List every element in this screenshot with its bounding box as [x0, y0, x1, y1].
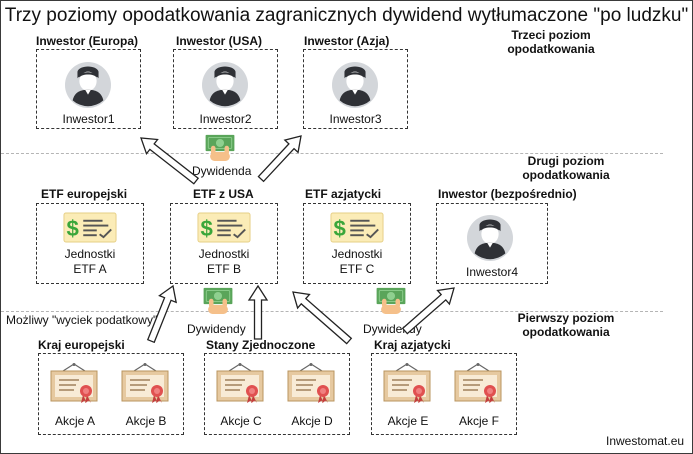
etf-europe-label-line1: Jednostki [64, 247, 116, 261]
level-label-second: Drugi poziom opodatkowania [511, 154, 621, 182]
stock-c-label: Akcje C [220, 414, 262, 428]
etf-europe-label: Jednostki ETF A [36, 247, 144, 277]
etf-asia-label: Jednostki ETF C [303, 247, 411, 277]
etf-usa-label-line1: Jednostki [198, 247, 250, 261]
country-asia-box [371, 353, 517, 435]
investor-asia-box [303, 49, 408, 129]
level-label-third: Trzeci poziom opodatkowania [496, 28, 606, 56]
investor-direct-header: Inwestor (bezpośrednio) [438, 187, 577, 201]
stock-b-label: Akcje B [125, 414, 167, 428]
diagram-title: Trzy poziomy opodatkowania zagranicznych… [4, 5, 689, 26]
etf-asia-header: ETF azjatycki [305, 187, 382, 201]
level-label-second-line2: opodatkowania [522, 168, 610, 182]
stock-e-label: Akcje E [387, 414, 429, 428]
arrow-stocks-ab-to-etf-a [146, 284, 178, 344]
etf-europe-label-line2: ETF A [73, 262, 107, 276]
investor-direct-name: Inwestor4 [465, 265, 519, 279]
level-label-third-line1: Trzeci poziom [511, 28, 591, 42]
arrow-etf-b-to-investor3 [257, 135, 302, 183]
flow-label-dywidendy-left: Dywidendy [187, 322, 246, 336]
investor-europe-header: Inwestor (Europa) [36, 34, 139, 48]
etf-asia-label-line1: Jednostki [331, 247, 383, 261]
country-usa-header: Stany Zjednoczone [206, 338, 316, 352]
investor-usa-header: Inwestor (USA) [176, 34, 263, 48]
etf-asia-box [303, 203, 411, 284]
level-label-first-line2: opodatkowania [522, 325, 610, 339]
investor-usa-box [173, 49, 278, 129]
country-europe-header: Kraj europejski [38, 338, 125, 352]
arrow-stocks-e-to-investor4 [401, 287, 455, 335]
flow-label-leak: Możliwy "wyciek podatkowy" [6, 313, 158, 327]
level-label-first: Pierwszy poziom opodatkowania [511, 311, 621, 339]
investor-direct-box [436, 203, 548, 284]
etf-europe-box [36, 203, 144, 284]
investor-europe-box [36, 49, 141, 129]
stock-a-label: Akcje A [54, 414, 96, 428]
etf-usa-header: ETF z USA [193, 187, 254, 201]
stock-f-label: Akcje F [458, 414, 499, 428]
arrow-etf-a-to-investor1 [140, 137, 200, 185]
etf-usa-label: Jednostki ETF B [170, 247, 278, 277]
etf-usa-label-line2: ETF B [206, 262, 241, 276]
country-asia-header: Kraj azjatycki [374, 338, 451, 352]
level-label-first-line1: Pierwszy poziom [517, 311, 615, 325]
footer-brand: Inwestomat.eu [606, 434, 685, 448]
level-label-third-line2: opodatkowania [507, 42, 595, 56]
separator-second-first [1, 311, 663, 312]
flow-label-dywidenda: Dywidenda [192, 164, 252, 178]
etf-asia-label-line2: ETF C [339, 262, 375, 276]
investor-asia-name: Inwestor3 [329, 112, 382, 126]
stock-d-label: Akcje D [291, 414, 333, 428]
investor-europe-name: Inwestor1 [62, 112, 115, 126]
etf-usa-box [170, 203, 278, 284]
arrow-stocks-c-to-etf-b [247, 284, 269, 340]
country-europe-box [38, 353, 184, 435]
separator-third-second [1, 153, 663, 154]
investor-asia-header: Inwestor (Azja) [304, 34, 390, 48]
investor-usa-name: Inwestor2 [199, 112, 252, 126]
etf-europe-header: ETF europejski [41, 187, 128, 201]
arrow-stocks-cd-to-etf-b [292, 291, 353, 345]
level-label-second-line1: Drugi poziom [527, 154, 605, 168]
country-usa-box [204, 353, 350, 435]
